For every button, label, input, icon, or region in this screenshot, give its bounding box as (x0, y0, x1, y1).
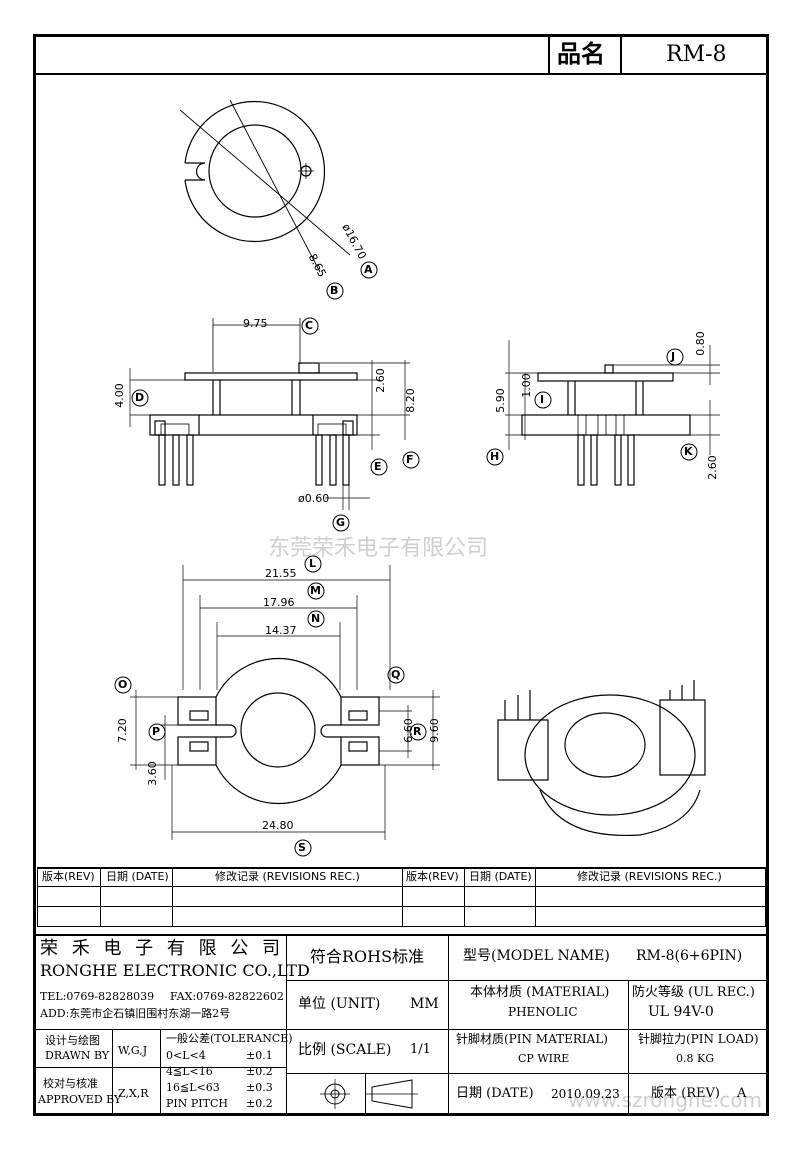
watermark-site: www.szronghe.com (568, 1088, 762, 1112)
callout-letter-o: O (118, 678, 128, 691)
scale-value: 1/1 (410, 1042, 431, 1057)
rev-header-date: 日期 (DATE) (106, 870, 169, 883)
callout-letter-g: G (336, 516, 346, 529)
rev-header-rev-2: 版本(REV) (406, 870, 459, 883)
callout-letter-n: N (311, 612, 321, 625)
scale-label: 比例 (SCALE) (298, 1042, 392, 1058)
callout-letter-m: M (310, 584, 321, 597)
part-name-label: 品名 (557, 40, 605, 68)
unit-value: MM (410, 996, 439, 1012)
front-view (129, 318, 410, 510)
dim-l-value: 21.55 (265, 567, 297, 580)
drawn-by-value: W,G,J (118, 1044, 148, 1057)
header-divider (33, 73, 769, 75)
rev-label: 版本 (REV) (651, 1086, 720, 1101)
callout-letter-j: J (671, 350, 676, 363)
model-name-value: RM-8(6+6PIN) (636, 948, 743, 964)
tolerance-range: 16≦L<63 (166, 1081, 220, 1094)
callout-letter-h: H (490, 450, 500, 463)
top-view (179, 99, 351, 273)
callout-letter-e: E (374, 460, 382, 473)
dim-j-value: 0.80 (693, 331, 707, 356)
drawing-sheet (33, 34, 769, 1116)
callout-letter-b: B (330, 284, 339, 297)
company-fax: FAX:0769-82822602 (170, 990, 284, 1003)
pin-material-value: CP WIRE (518, 1052, 570, 1065)
rev-value: A (737, 1086, 747, 1101)
callout-letter-k: K (684, 445, 693, 458)
ul-rec-value: UL 94V-0 (648, 1004, 714, 1020)
callout-circles (114, 261, 698, 857)
dim-k-value: 2.60 (705, 455, 719, 480)
side-view (505, 340, 720, 486)
company-name-cn: 荣 禾 电 子 有 限 公 司 (40, 938, 285, 959)
part-number: RM-8 (666, 42, 727, 67)
dim-m-value: 17.96 (263, 596, 295, 609)
callout-letter-f: F (406, 453, 414, 466)
rev-header-date-2: 日期 (DATE) (469, 870, 532, 883)
watermark-company: 东莞荣禾电子有限公司 (268, 536, 489, 561)
rev-header-rec: 修改记录 (REVISIONS REC.) (215, 870, 360, 883)
dim-h-value: 5.90 (493, 388, 507, 413)
drawn-by-label-en: DRAWN BY (45, 1049, 110, 1062)
date-label: 日期 (DATE) (456, 1086, 534, 1101)
callout-letter-r: R (413, 725, 422, 738)
model-name-label: 型号(MODEL NAME) (463, 948, 610, 964)
pin-load-value: 0.8 KG (676, 1052, 714, 1065)
material-value: PHENOLIC (508, 1005, 578, 1019)
tolerance-range: 4≦L<16 (166, 1065, 213, 1078)
callout-letter-i: I (540, 393, 545, 406)
bottom-view (130, 565, 440, 840)
tolerance-value: ±0.2 (246, 1065, 273, 1078)
material-label: 本体材质 (MATERIAL) (470, 985, 610, 1000)
rohs-compliance: 符合ROHS标准 (310, 947, 425, 966)
callout-letter-q: Q (391, 668, 401, 681)
callout-letter-s: S (298, 841, 306, 854)
rev-header-rev: 版本(REV) (42, 870, 95, 883)
approved-by-value: Z,X,R (118, 1087, 149, 1100)
unit-label: 单位 (UNIT) (298, 996, 381, 1012)
dim-c-value: 9.75 (243, 317, 268, 330)
approved-by-label-cn: 校对与核准 (43, 1077, 98, 1090)
tolerance-value: ±0.1 (246, 1049, 273, 1062)
dim-p-value: 3.60 (145, 761, 159, 786)
tolerance-range: PIN PITCH (166, 1097, 228, 1110)
technical-drawing (114, 99, 720, 857)
date-value: 2010.09.23 (551, 1087, 620, 1101)
dim-r-value: 9.60 (427, 718, 441, 743)
dim-e-value: 2.60 (373, 368, 387, 393)
pin-load-label: 针脚拉力(PIN LOAD) (638, 1032, 759, 1046)
callout-letter-p: P (152, 725, 161, 738)
isometric-view (497, 680, 706, 837)
header-cell-line (620, 34, 622, 74)
callout-letter-l: L (309, 557, 317, 570)
dim-f-value: 8.20 (403, 388, 417, 413)
tolerance-title: 一般公差(TOLERANCE) (166, 1032, 293, 1045)
header-cell-line (548, 34, 550, 74)
dim-i-value: 1.00 (519, 373, 533, 398)
callout-letter-a: A (364, 263, 373, 276)
callout-letter-d: D (135, 391, 145, 404)
dim-o-value: 7.20 (115, 718, 129, 743)
company-name-en: RONGHE ELECTRONIC CO.,LTD (40, 961, 310, 980)
drawn-by-label-cn: 设计与绘图 (45, 1034, 100, 1047)
dim-n-value: 14.37 (265, 624, 297, 637)
company-address: ADD:东莞市企石镇旧围村东湖一路2号 (40, 1008, 231, 1019)
dim-g-value: ø0.60 (298, 492, 330, 505)
pin-material-label: 针脚材质(PIN MATERIAL) (456, 1032, 608, 1046)
tolerance-value: ±0.3 (246, 1081, 273, 1094)
tolerance-range: 0<L<4 (166, 1049, 206, 1062)
company-tel: TEL:0769-82828039 (40, 990, 155, 1003)
dim-d-value: 4.00 (112, 383, 126, 408)
tolerance-value: ±0.2 (246, 1097, 273, 1110)
approved-by-label-en: APPROVED BY (38, 1093, 122, 1106)
callout-letter-c: C (305, 319, 314, 332)
dim-s-value: 24.80 (262, 819, 294, 832)
rev-header-rec-2: 修改记录 (REVISIONS REC.) (577, 870, 722, 883)
ul-rec-label: 防火等级 (UL REC.) (632, 985, 755, 1000)
